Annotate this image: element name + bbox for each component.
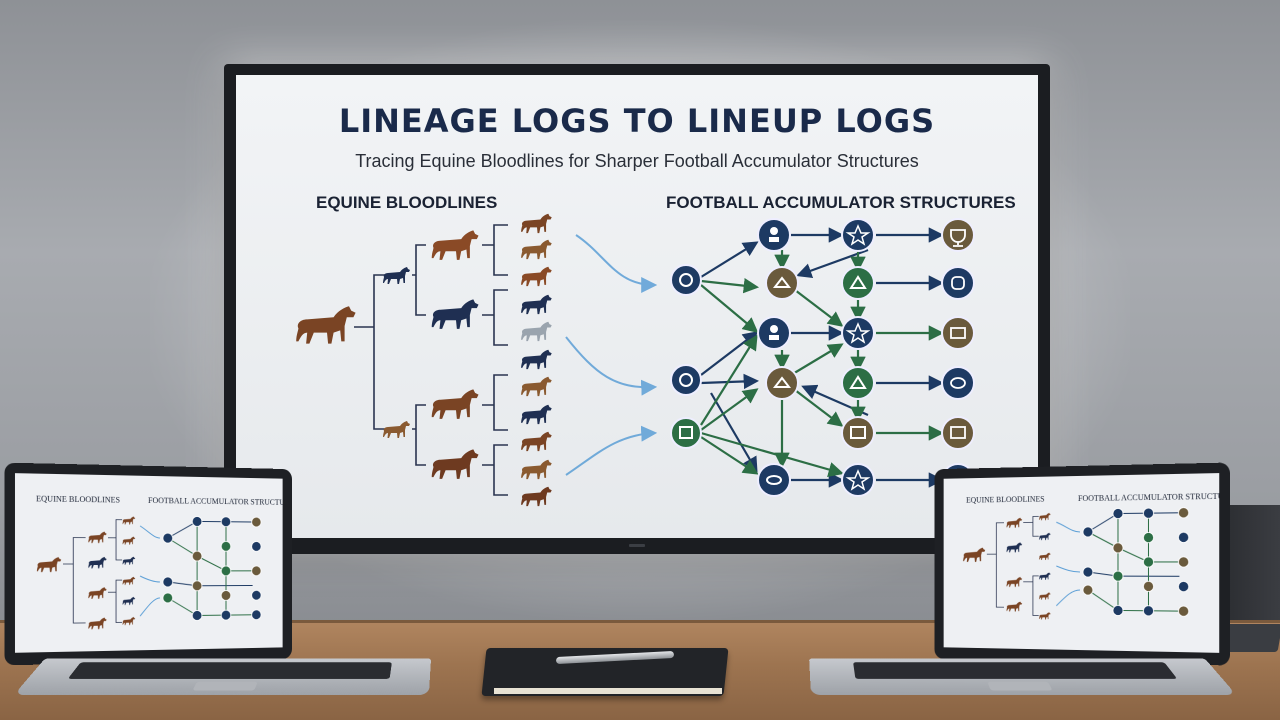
monitor-brand-bar — [629, 544, 645, 547]
pedigree-tree-lines — [354, 224, 508, 496]
accumulator-structures-heading: FOOTBALL ACCUMULATOR STRUCTURES — [666, 193, 1016, 212]
desk-edge — [0, 620, 1280, 623]
football-node-icon — [765, 366, 799, 400]
trophy-icon — [941, 416, 975, 450]
horse-icon — [383, 267, 410, 284]
horse-icon — [431, 389, 479, 419]
left-laptop-screen: EQUINE BLOODLINES FOOTBALL ACCUMULATOR S… — [14, 473, 283, 653]
trophy-icon — [941, 266, 975, 300]
page-title: LINEAGE LOGS TO LINEUP LOGS — [338, 102, 936, 140]
page-subtitle: Tracing Equine Bloodlines for Sharper Fo… — [355, 151, 919, 171]
lineage-to-lineup-diagram — [296, 213, 975, 507]
horse-icon — [296, 306, 356, 344]
left-laptop-touchpad[interactable] — [192, 681, 258, 691]
transfer-arrows — [565, 234, 658, 476]
accumulator-network-nodes — [670, 218, 975, 497]
left-laptop-base — [13, 658, 432, 696]
horse-icon — [431, 299, 479, 329]
football-node-icon — [765, 266, 799, 300]
star-icon — [841, 463, 875, 497]
horse-icon — [431, 449, 479, 479]
football-node-icon — [670, 264, 702, 296]
football-node-icon — [841, 366, 875, 400]
football-node-icon — [841, 266, 875, 300]
left-laptop-lid: EQUINE BLOODLINES FOOTBALL ACCUMULATOR S… — [4, 462, 292, 666]
football-node-icon — [841, 416, 875, 450]
trophy-icon — [941, 366, 975, 400]
football-node-icon — [757, 316, 791, 350]
trophy-icon — [941, 316, 975, 350]
wall-monitor: LINEAGE LOGS TO LINEUP LOGS Tracing Equi… — [224, 64, 1050, 554]
left-laptop-keyboard[interactable] — [67, 662, 392, 679]
football-node-icon — [670, 417, 702, 449]
horse-icon — [431, 230, 479, 260]
right-laptop-lid: EQUINE BLOODLINES FOOTBALL ACCUMULATOR S… — [934, 462, 1230, 666]
notebook-pages — [494, 688, 722, 694]
right-laptop-base — [809, 658, 1237, 696]
right-laptop-touchpad[interactable] — [987, 681, 1053, 691]
left-laptop-diagram — [36, 473, 283, 653]
right-laptop-keyboard[interactable] — [853, 662, 1178, 679]
horse-icon — [383, 421, 410, 438]
accumulator-network-edges — [700, 227, 945, 488]
equine-bloodlines-heading: EQUINE BLOODLINES — [316, 193, 498, 212]
star-icon — [841, 218, 875, 252]
right-laptop-screen: EQUINE BLOODLINES FOOTBALL ACCUMULATOR S… — [943, 473, 1220, 653]
monitor-screen: LINEAGE LOGS TO LINEUP LOGS Tracing Equi… — [236, 75, 1038, 538]
trophy-icon — [941, 218, 975, 252]
football-node-icon — [670, 364, 702, 396]
horse-nodes — [296, 213, 552, 507]
right-laptop-diagram — [944, 473, 1220, 620]
star-icon — [841, 316, 875, 350]
football-node-icon — [757, 463, 791, 497]
football-node-icon — [757, 218, 791, 252]
great-grandsire-column — [521, 213, 552, 507]
